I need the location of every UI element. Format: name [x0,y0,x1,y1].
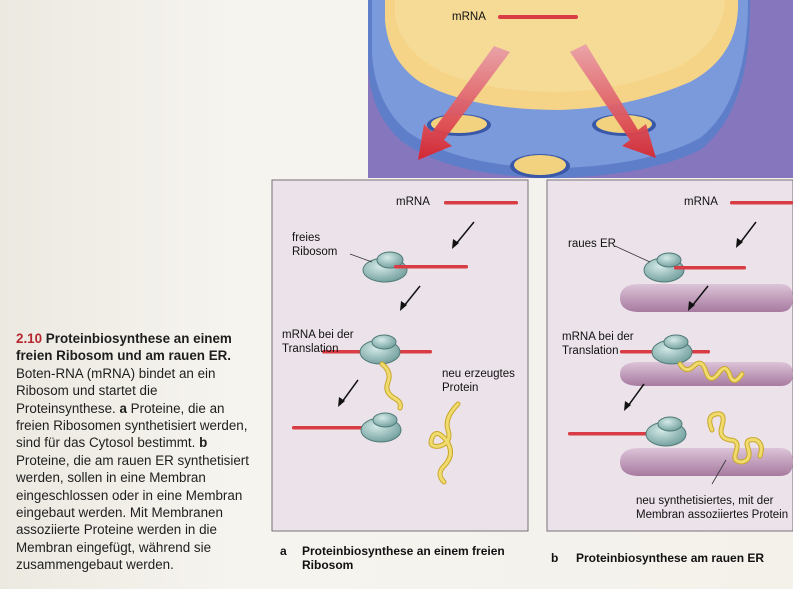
panel-b-letter: b [551,551,559,565]
figure-number: 2.10 [16,331,43,346]
panel-b-subtitle: Proteinbiosynthese am rauen ER [576,551,765,565]
panel-b-translation-label: mRNA bei der Translation [562,331,634,357]
caption-text-1: Boten-RNA (mRNA) bindet an ein Ribosom u… [16,365,216,416]
panel-a-mrna-label: mRNA [396,196,430,208]
rough-er-label: raues ER [568,238,616,250]
nucleus-illustration [368,0,793,178]
caption-letter-a: a [119,400,127,416]
panel-b [546,179,793,532]
figure-caption: 2.10 Proteinbiosynthese an einem freien … [16,330,260,574]
free-ribosome-label: freies Ribosom [292,232,338,258]
panel-a-translation-label: mRNA bei der Translation [282,329,354,355]
top-mrna-label: mRNA [452,11,486,23]
caption-text-2: Proteine, die an freien Ribosomen synthe… [16,400,248,451]
new-protein-label: neu erzeugtes Protein [442,368,515,394]
caption-letter-b: b [199,435,208,451]
panel-b-mrna-label: mRNA [684,196,718,208]
caption-text-3: Proteine, die am rauen ER synthetisiert … [16,452,249,573]
membrane-protein-label: neu synthetisiertes, mit der Membran ass… [636,495,789,521]
figure-title: Proteinbiosynthese an einem freien Ribos… [16,331,232,364]
panel-a-subtitle: Proteinbiosynthese an einem freien Ribos… [302,544,505,572]
panel-a [271,179,529,532]
panel-a-letter: a [280,544,287,558]
